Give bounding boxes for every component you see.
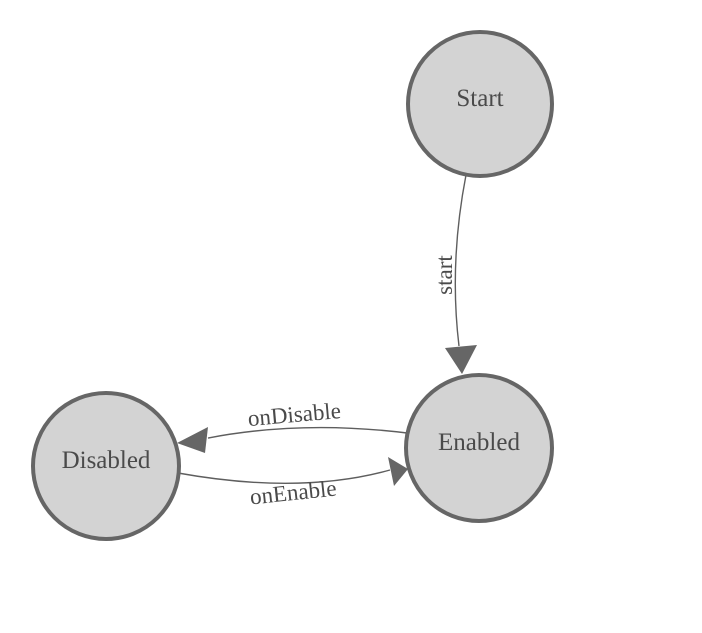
transition-line-enabled-to-disabled[interactable] (207, 426, 408, 439)
state-circle-enabled[interactable] (404, 373, 554, 523)
transition-start-to-enabled: start (432, 174, 477, 374)
state-node-start[interactable]: Start (406, 30, 554, 178)
state-label-disabled: Disabled (62, 447, 151, 474)
arrowhead-into-disabled (177, 427, 208, 453)
transition-label-ondisable: onDisable (247, 398, 342, 431)
transition-label-onenable: onEnable (249, 476, 338, 510)
arrowhead-into-enabled-left (388, 457, 408, 486)
transition-line-disabled-to-enabled[interactable] (177, 469, 391, 484)
arrowhead-into-enabled-top (445, 345, 477, 374)
state-label-enabled: Enabled (438, 429, 520, 456)
transition-label-start: start (432, 255, 457, 295)
state-node-disabled[interactable]: Disabled (31, 391, 181, 541)
state-circle-disabled[interactable] (31, 391, 181, 541)
transition-disabled-to-enabled: onEnable (177, 457, 408, 510)
transition-enabled-to-disabled: onDisable (177, 398, 408, 453)
state-circle-start[interactable] (406, 30, 554, 178)
transition-line-start-to-enabled[interactable] (454, 174, 467, 347)
state-label-start: Start (456, 85, 503, 112)
state-node-enabled[interactable]: Enabled (404, 373, 554, 523)
